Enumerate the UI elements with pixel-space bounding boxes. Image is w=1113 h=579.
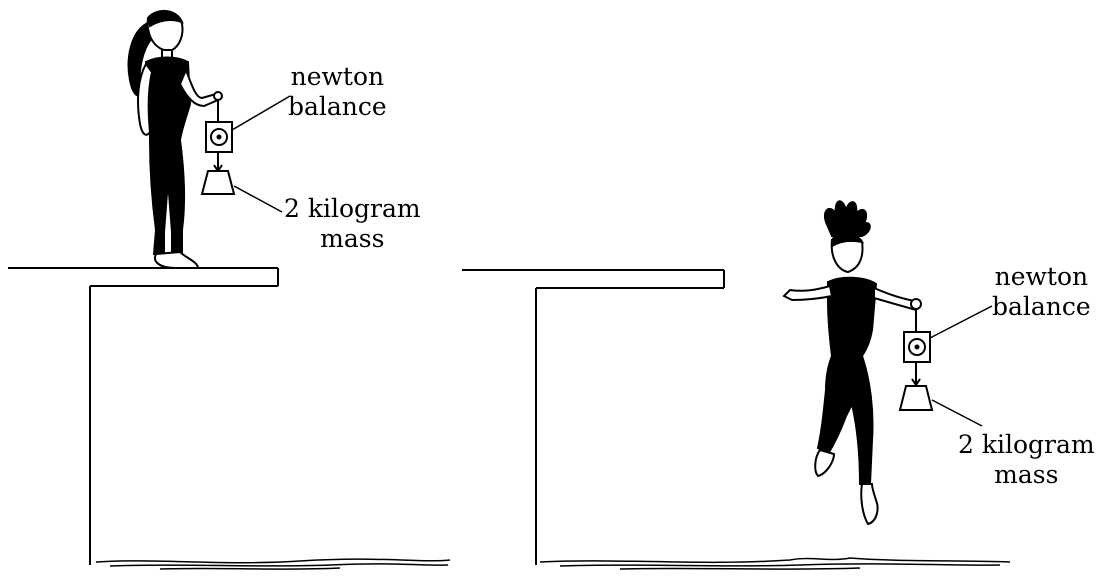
standing-arm-back [137,62,154,136]
left-balance-pointer [231,95,291,131]
falling-arm-left [782,284,834,302]
right-balance-label-line2: balance [992,292,1091,321]
right-mass-label-line1: 2 kilogram [958,430,1095,459]
right-mass-label: 2 kilogram mass [958,430,1095,490]
left-balance-label: newton balance [288,62,387,122]
left-balance-label-line2: balance [288,92,387,121]
left-mass [200,170,236,195]
standing-feet [154,250,200,269]
right-balance-pointer [929,305,993,339]
left-newton-balance [205,100,233,173]
right-mass-pointer [931,399,983,427]
right-balance-label: newton balance [992,262,1091,322]
right-newton-balance [903,309,931,387]
falling-legs [816,355,874,485]
right-mass [898,385,934,411]
falling-torso [827,276,878,357]
left-mass-label: 2 kilogram mass [284,194,421,254]
right-water [539,557,1011,570]
falling-foot-left [814,448,836,478]
right-balance-label-line1: newton [994,262,1089,291]
left-water [95,558,451,570]
falling-foot-right [860,483,879,526]
left-scene [8,10,451,570]
left-mass-label-line1: 2 kilogram [284,194,421,223]
falling-person [782,200,922,526]
standing-legs [148,139,186,255]
left-mass-label-line2: mass [320,224,385,253]
left-balance-label-line1: newton [290,62,385,91]
standing-torso [145,56,192,141]
right-mass-label-line2: mass [994,460,1059,489]
standing-ponytail [127,20,154,97]
left-platform [8,267,279,565]
right-scene [462,200,1011,570]
falling-hair [824,200,871,237]
right-platform [462,269,725,565]
left-mass-pointer [233,185,283,213]
